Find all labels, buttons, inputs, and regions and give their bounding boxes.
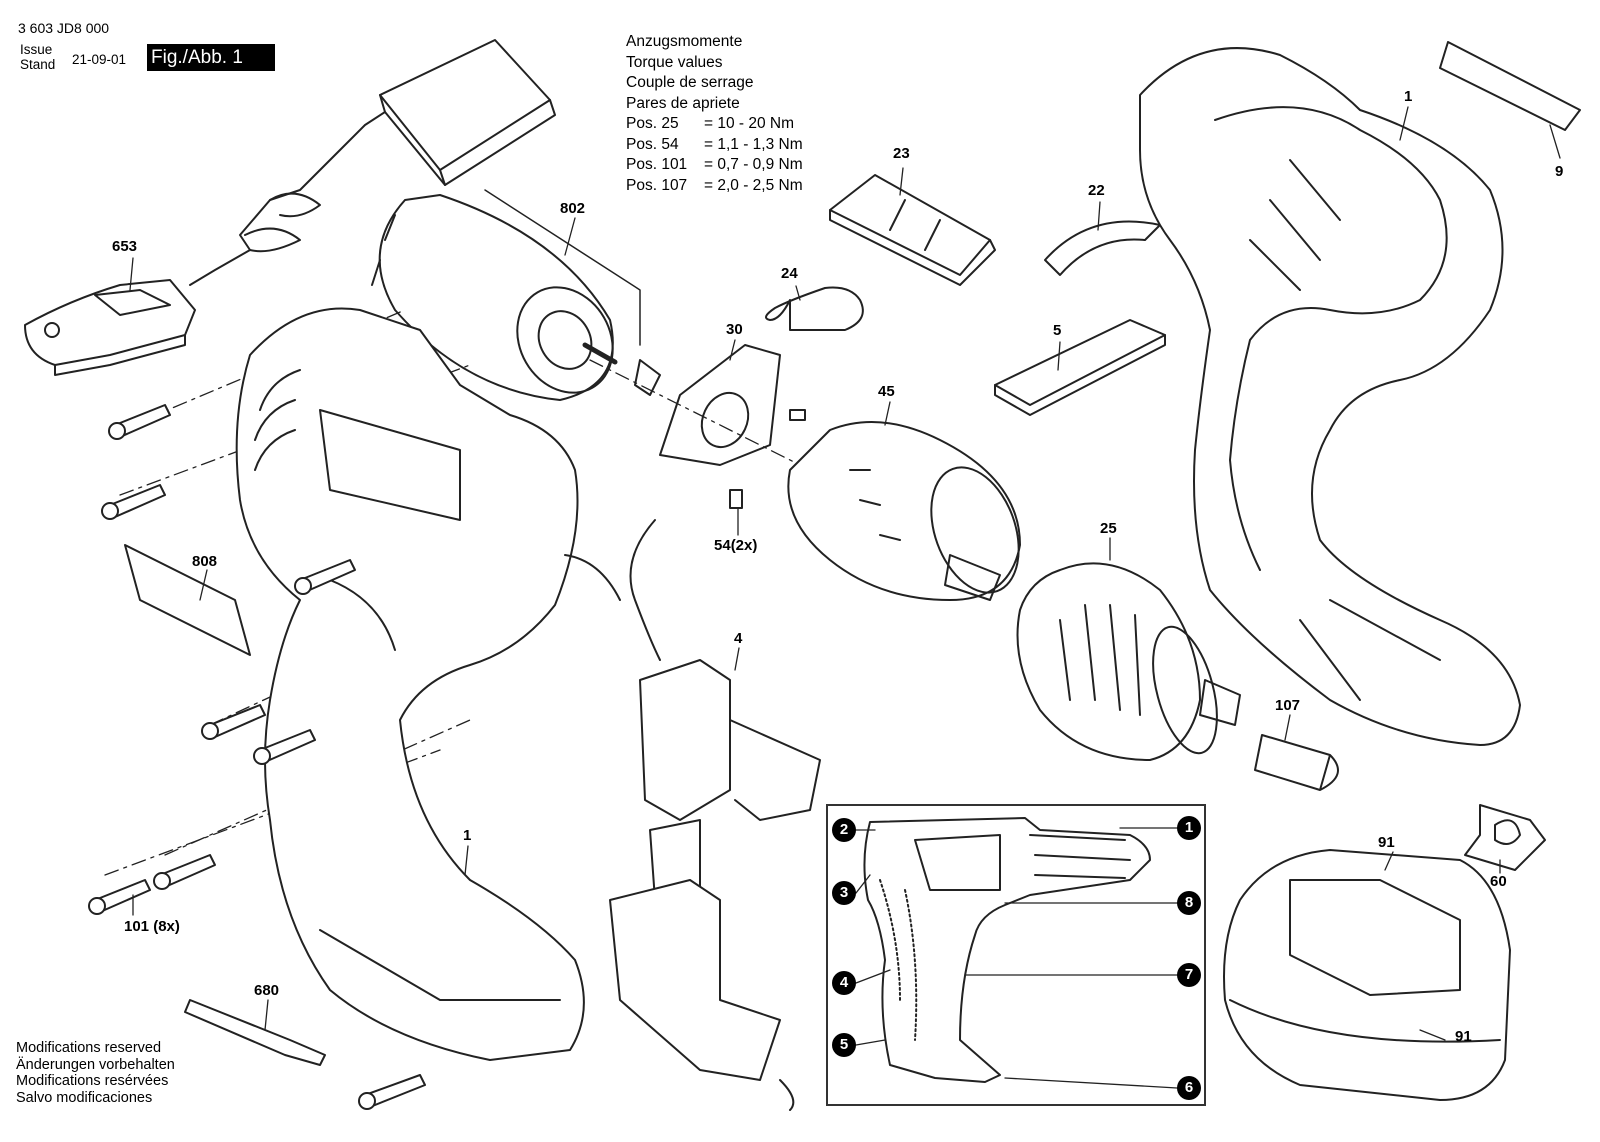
inset-drill-drawing <box>863 817 1151 1083</box>
inset-callout-6: 6 <box>1177 1076 1201 1100</box>
part-label-101: 101 (8x) <box>124 918 180 935</box>
part-label-30: 30 <box>726 321 743 338</box>
torque-heading-de: Anzugsmomente <box>626 33 743 50</box>
part-24-spring <box>765 286 864 331</box>
part-label-54: 54(2x) <box>714 537 757 554</box>
part-label-5: 5 <box>1053 322 1062 339</box>
modifications-de: Änderungen vorbehalten <box>16 1056 175 1073</box>
inset-callout-8: 8 <box>1177 891 1201 915</box>
modifications-en: Modifications reserved <box>16 1040 162 1056</box>
document-number: 3 603 JD8 000 <box>18 20 110 36</box>
torque-pos: Pos. 25 <box>626 115 679 132</box>
inset-callout-4: 4 <box>832 971 856 995</box>
torque-value: = 1,1 - 1,3 Nm <box>704 135 803 153</box>
part-22-cap <box>1044 220 1161 276</box>
part-label-91-secondary: 91 <box>1455 1028 1472 1045</box>
torque-row: Pos. 101 = 0,7 - 0,9 Nm <box>626 155 803 176</box>
part-4-switch <box>564 519 821 1111</box>
figure-label: Fig./Abb. 1 <box>147 44 275 71</box>
part-107-screw <box>1254 734 1339 791</box>
part-label-9: 9 <box>1555 163 1564 180</box>
part-label-45: 45 <box>878 383 895 400</box>
inset-callout-7: 7 <box>1177 963 1201 987</box>
modifications-notice: Modifications reserved Änderungen vorbeh… <box>16 1040 175 1106</box>
inset-callout-1: 1 <box>1177 816 1201 840</box>
part-label-1-left: 1 <box>463 827 472 844</box>
torque-value: = 2,0 - 2,5 Nm <box>704 176 803 194</box>
part-5-cover <box>994 319 1166 416</box>
part-60-damper <box>1464 804 1546 871</box>
screws-101 <box>88 404 426 1110</box>
part-1-right-housing <box>1139 47 1521 746</box>
part-30-plate <box>659 344 806 509</box>
part-label-24: 24 <box>781 265 798 282</box>
inset-callout-5: 5 <box>832 1033 856 1057</box>
torque-heading-es: Pares de apriete <box>626 94 740 112</box>
part-label-1-right: 1 <box>1404 88 1413 105</box>
part-label-653: 653 <box>112 238 138 255</box>
part-label-107: 107 <box>1275 697 1301 714</box>
modifications-fr: Modifications resérvées <box>16 1073 169 1089</box>
part-label-4: 4 <box>734 630 743 647</box>
charger-part <box>189 39 556 286</box>
torque-row: Pos. 54 = 1,1 - 1,3 Nm <box>626 135 803 156</box>
part-label-60: 60 <box>1490 873 1507 890</box>
issue-date: 21-09-01 <box>72 52 127 67</box>
inset-callout-2: 2 <box>832 818 856 842</box>
part-label-25: 25 <box>1100 520 1117 537</box>
part-25-chuck <box>1016 562 1241 761</box>
part-label-101-number: 101 <box>124 918 150 935</box>
torque-heading-en: Torque values <box>626 53 723 71</box>
modifications-es: Salvo modificaciones <box>16 1089 153 1106</box>
torque-row: Pos. 25 = 10 - 20 Nm <box>626 114 803 135</box>
torque-pos: Pos. 101 <box>626 156 688 173</box>
part-9-label <box>1439 41 1581 131</box>
torque-values-table: Anzugsmomente Torque values Couple de se… <box>626 32 803 196</box>
part-653-cover <box>24 279 196 376</box>
part-label-54-number: 54 <box>714 537 731 554</box>
torque-row: Pos. 107 = 2,0 - 2,5 Nm <box>626 176 803 197</box>
part-680-bit <box>184 999 326 1066</box>
part-label-808: 808 <box>192 553 218 570</box>
part-91-battery <box>1223 849 1511 1101</box>
inset-assembly-view <box>826 804 1206 1106</box>
part-label-91: 91 <box>1378 834 1395 851</box>
part-1-left-housing <box>235 307 585 1061</box>
part-label-54-qty: (2x) <box>730 537 758 554</box>
part-808-label <box>124 544 251 656</box>
torque-pos: Pos. 54 <box>626 135 679 153</box>
part-label-101-qty: (8x) <box>153 918 180 935</box>
stand-label: Stand <box>20 57 56 72</box>
part-label-23: 23 <box>893 145 910 162</box>
part-label-802: 802 <box>560 200 586 217</box>
part-23-slider <box>829 174 996 286</box>
torque-value: = 10 - 20 Nm <box>704 115 795 132</box>
inset-callout-3: 3 <box>832 881 856 905</box>
part-802-motor <box>371 194 618 401</box>
torque-pos: Pos. 107 <box>626 176 688 194</box>
torque-value: = 0,7 - 0,9 Nm <box>704 156 803 173</box>
torque-heading-fr: Couple de serrage <box>626 74 754 91</box>
part-label-680: 680 <box>254 982 280 999</box>
part-label-22: 22 <box>1088 182 1105 199</box>
part-45-gearbox <box>787 421 1021 601</box>
issue-label: Issue <box>20 42 53 57</box>
issue-stand-label: Issue Stand <box>20 42 55 72</box>
